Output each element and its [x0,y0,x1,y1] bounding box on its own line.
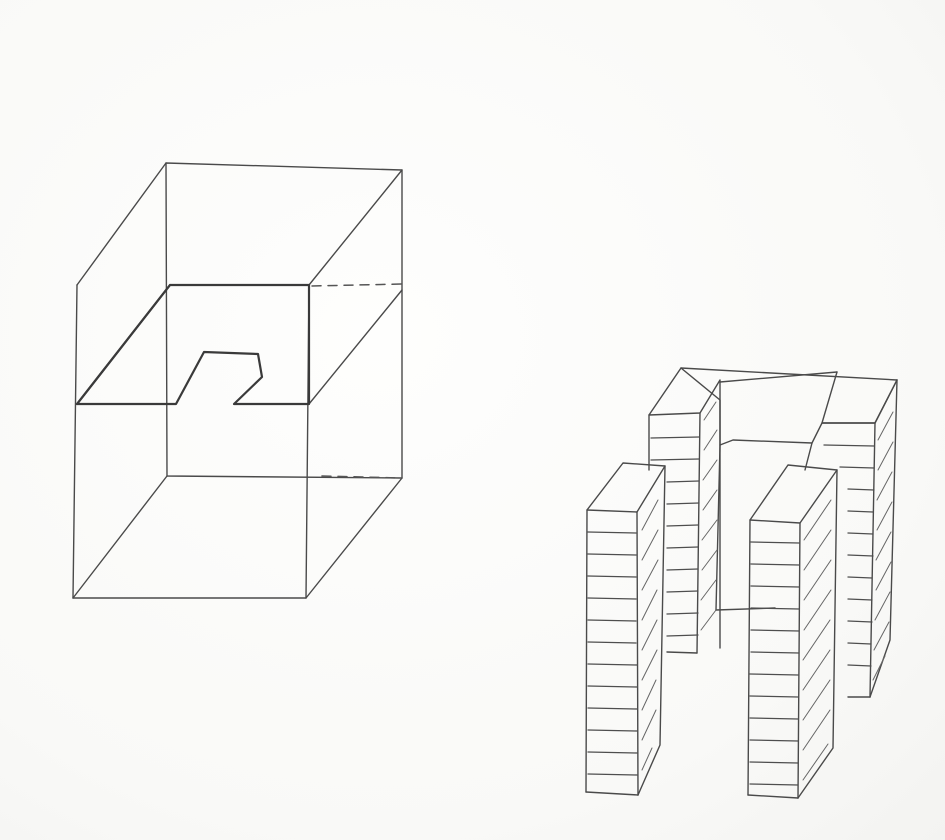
cube-slab-outline [77,285,309,404]
cube-top-right-diagonal [309,170,402,285]
tower-front-right-top [750,465,837,523]
tower-front-left-top [587,463,665,512]
tower-front-left-shading [642,500,658,770]
block-towers-sketch [586,368,897,798]
cube-mid-right-diagonal [309,290,402,404]
wireframe-cube-sketch [73,163,402,598]
cube-bottom-right-diagonal [306,478,402,598]
tower-back-left-shading [701,402,717,630]
cube-slab-left-edge [77,285,170,404]
cube-back-face [166,163,402,478]
tower-front-left-base [586,792,638,795]
tower-front-right-shading [803,500,831,780]
tower-front-right-courses [750,542,799,785]
tower-front-right-mid-edge [798,523,800,798]
tower-back-left-outline [649,368,720,648]
tower-back-left-courses [651,437,699,636]
cube-dashed-extension-top [312,284,402,286]
tower-front-right-left-edge [748,520,750,795]
tower-back-left-base [667,652,697,653]
tower-back-right-front-right [870,423,875,697]
cube-top-left-diagonal [77,163,166,285]
tower-front-left-courses [588,532,637,775]
towers-back-inner-right [805,443,812,470]
cube-front-left-edge [73,285,77,598]
tower-front-right-base [748,795,798,798]
tower-front-left-left-edge [586,510,587,792]
cube-bottom-left-diagonal [73,476,167,598]
tower-back-left-right-edge [697,413,700,653]
